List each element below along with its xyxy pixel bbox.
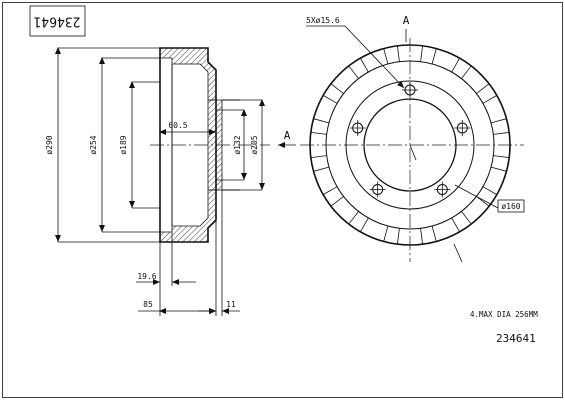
- part-number-rotated: 234641: [34, 14, 81, 29]
- fin-slot-edge: [493, 155, 510, 158]
- fin-slot-edge: [493, 132, 510, 135]
- fin-slot-edge: [397, 45, 400, 62]
- fin-slot-edge: [322, 95, 338, 104]
- cooling-fins: [310, 45, 510, 245]
- fin-slot-edge: [476, 83, 490, 94]
- dim-diameter-205: ø205: [250, 135, 259, 154]
- fin-slot-edge: [360, 217, 369, 233]
- dim-diameter-189: ø189: [119, 135, 128, 154]
- fin-slot-edge: [451, 57, 460, 73]
- fin-slot-edge: [461, 211, 472, 225]
- front-view: A 5Xø15.6 ø160: [300, 14, 525, 263]
- dim-width-19-6: 19.6: [137, 272, 156, 281]
- fin-slot-edge: [490, 166, 507, 172]
- fin-slot-edge: [313, 118, 330, 124]
- fin-slot-edge: [476, 196, 490, 207]
- fin-slot-edge: [420, 228, 423, 245]
- fin-slot-edge: [461, 65, 472, 79]
- fin-slot-edge: [490, 118, 507, 124]
- hatched-wall-bottom: [159, 189, 217, 243]
- dim-diameter-160: ø160: [501, 202, 520, 211]
- section-view: ø290 ø254 ø189 ø132 ø205 60.5 19.6 85 11: [45, 47, 270, 316]
- dim-width-85: 85: [143, 300, 153, 309]
- dim-width-11: 11: [226, 300, 236, 309]
- section-label-top: A: [403, 14, 410, 27]
- fin-slot-edge: [482, 95, 498, 104]
- bolt-holes: [349, 82, 471, 198]
- fin-slot-edge: [322, 186, 338, 195]
- dim-width-60-5: 60.5: [168, 121, 187, 130]
- fin-slot-edge: [348, 65, 359, 79]
- fin-slot-edge: [397, 228, 400, 245]
- section-arrow-left: A: [278, 129, 296, 148]
- fin-slot-edge: [383, 48, 389, 65]
- dim-diameter-132: ø132: [233, 135, 242, 154]
- fin-slot-edge: [420, 45, 423, 62]
- dim-diameter-254: ø254: [89, 135, 98, 154]
- part-number-box-rotated: 234641: [29, 5, 86, 37]
- fin-slot-edge: [313, 166, 330, 172]
- fin-slot-edge: [451, 217, 460, 233]
- hub-flange: [207, 99, 223, 191]
- fin-slot-edge: [310, 155, 327, 158]
- part-number: 234641: [496, 332, 536, 345]
- fin-slot-edge: [330, 196, 344, 207]
- fin-slot-edge: [383, 225, 389, 242]
- fin-slot-edge: [431, 48, 437, 65]
- fin-slot-edge: [330, 83, 344, 94]
- dim-diameter-290: ø290: [45, 135, 54, 154]
- fin-slot-edge: [482, 186, 498, 195]
- dim-bolt-holes: 5Xø15.6: [306, 16, 340, 25]
- note-max-dia: 4.MAX DIA 256MM: [470, 310, 538, 319]
- fin-slot-edge: [348, 211, 359, 225]
- fin-slot-edge: [431, 225, 437, 242]
- hatched-wall-top: [159, 47, 217, 101]
- fin-slot-edge: [360, 57, 369, 73]
- fin-slot-edge: [310, 132, 327, 135]
- section-label-left: A: [284, 129, 291, 142]
